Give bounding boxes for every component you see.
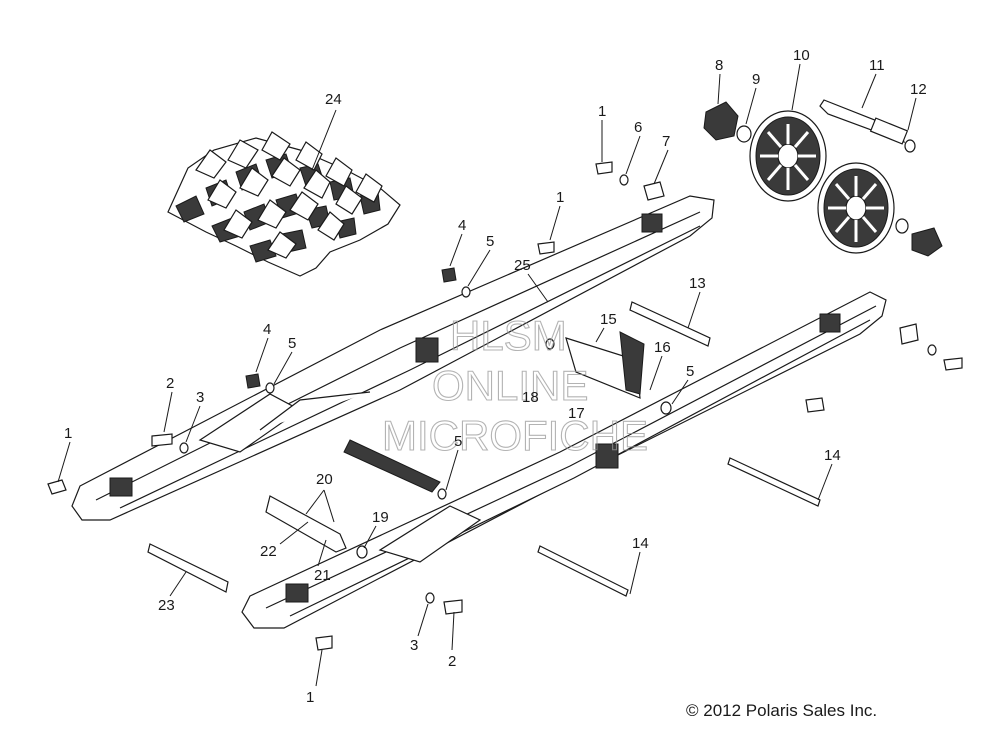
callout-10: 10 bbox=[793, 47, 810, 64]
callout-17: 17 bbox=[568, 405, 585, 422]
callout-5-left: 5 bbox=[288, 335, 296, 352]
watermark: HLSM ONLINE MICROFICHE bbox=[381, 311, 648, 459]
watermark-line-3: MICROFICHE bbox=[382, 412, 648, 459]
fasteners bbox=[47, 161, 963, 651]
callout-20: 20 bbox=[316, 471, 333, 488]
callout-9: 9 bbox=[752, 71, 760, 88]
rail-upper bbox=[71, 195, 715, 521]
callout-4-left: 4 bbox=[263, 321, 271, 338]
cross-shafts bbox=[147, 301, 821, 597]
callout-11: 11 bbox=[869, 57, 885, 74]
callout-22: 22 bbox=[260, 543, 277, 560]
callout-25: 25 bbox=[514, 257, 531, 274]
callout-2-left: 2 bbox=[166, 375, 174, 392]
callout-12: 12 bbox=[910, 81, 927, 98]
callout-8: 8 bbox=[715, 57, 723, 74]
watermark-line-1: HLSM bbox=[450, 312, 567, 359]
track-clip-strip bbox=[167, 131, 401, 277]
callout-21: 21 bbox=[314, 567, 331, 584]
callout-1-bottom: 1 bbox=[306, 689, 314, 706]
callout-13: 13 bbox=[689, 275, 706, 292]
callout-labels: 24 8 9 10 11 12 1 6 7 1 4 5 25 13 15 16 … bbox=[64, 47, 927, 706]
callout-16: 16 bbox=[654, 339, 671, 356]
callout-5-upper: 5 bbox=[486, 233, 494, 250]
watermark-line-2: ONLINE bbox=[432, 362, 588, 409]
callout-3-left: 3 bbox=[196, 389, 204, 406]
callout-7: 7 bbox=[662, 133, 670, 150]
leader-lines bbox=[57, 63, 917, 687]
idler-wheel-assembly bbox=[703, 99, 943, 257]
callout-1-top: 1 bbox=[598, 103, 606, 120]
callout-18: 18 bbox=[522, 389, 539, 406]
callout-4-upper: 4 bbox=[458, 217, 466, 234]
callout-2-lower: 2 bbox=[448, 653, 456, 670]
rail-lower bbox=[241, 291, 887, 629]
callout-3-lower: 3 bbox=[410, 637, 418, 654]
callout-1-left: 1 bbox=[64, 425, 72, 442]
callout-6: 6 bbox=[634, 119, 642, 136]
callout-19: 19 bbox=[372, 509, 389, 526]
callout-5-center: 5 bbox=[454, 433, 462, 450]
copyright-notice: © 2012 Polaris Sales Inc. bbox=[686, 701, 877, 720]
callout-15: 15 bbox=[600, 311, 617, 328]
callout-14-lower: 14 bbox=[632, 535, 649, 552]
callout-1-upper: 1 bbox=[556, 189, 564, 206]
callout-14-right: 14 bbox=[824, 447, 841, 464]
callout-24: 24 bbox=[325, 91, 342, 108]
callout-23: 23 bbox=[158, 597, 175, 614]
callout-5-mid-right: 5 bbox=[686, 363, 694, 380]
